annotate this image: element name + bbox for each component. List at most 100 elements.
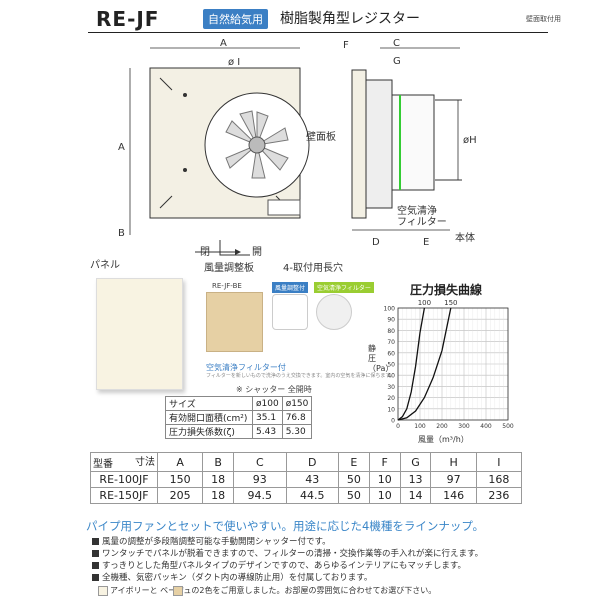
dims-cell: 10 xyxy=(368,471,401,488)
dims-col-header: H xyxy=(430,452,477,472)
ivory-swatch-icon xyxy=(98,585,108,596)
product-photo-main xyxy=(96,278,183,390)
product-title: 樹脂製角型レジスター xyxy=(280,11,420,27)
dims-cell: 168 xyxy=(475,471,523,488)
x-tick-label: 0 xyxy=(396,423,400,430)
dim-g: G xyxy=(393,56,401,67)
color-note-text: アイボリーと ベージュの2色をご用意しました。お部屋の雰囲気に合わせてお選び下さ… xyxy=(110,586,437,595)
feature-text: 風量の調整が多段階調整可能な手動開閉シャッター付です。 xyxy=(102,537,331,547)
dim-d: D xyxy=(372,237,380,248)
chart-xlabel: 風量（m³/h） xyxy=(418,435,469,444)
label-close: 閉 xyxy=(200,247,210,258)
dims-cell: 93 xyxy=(233,471,287,488)
label-wall: 壁面板 xyxy=(306,132,336,143)
dims-cell: 205 xyxy=(156,487,204,504)
product-photo-beige xyxy=(206,292,263,352)
dims-cell: 236 xyxy=(475,487,523,504)
series-label: 100 xyxy=(418,299,431,307)
spec-value: 5.43 xyxy=(252,424,283,439)
spec-table: サイズ ø100 ø150 有効開口面積(cm²) 35.1 76.8 圧力損失… xyxy=(165,396,313,439)
y-tick-label: 40 xyxy=(387,373,395,380)
spec-header-row: サイズ ø100 ø150 xyxy=(165,396,313,411)
dims-corner-model: 型番 xyxy=(93,459,113,470)
dim-phi-i: ø I xyxy=(228,57,241,68)
feature-text: ワンタッチでパネルが脱着できますので、フィルターの清掃・交換作業等の手入れが楽に… xyxy=(102,549,484,559)
bullet-icon xyxy=(92,550,99,557)
spec-label: 圧力損失係数(ζ) xyxy=(165,424,253,439)
dims-corner-unit: 寸法 xyxy=(135,457,155,468)
dims-cell: 18 xyxy=(202,471,235,488)
dim-b-side: B xyxy=(118,228,125,239)
model-name: RE-JF xyxy=(96,7,160,31)
filter-photo xyxy=(316,294,352,330)
dims-cell: 13 xyxy=(399,471,432,488)
spec-header-100: ø100 xyxy=(252,396,283,411)
label-panel: パネル xyxy=(90,260,120,271)
y-tick-label: 60 xyxy=(387,350,395,357)
spec-value: 5.30 xyxy=(281,424,313,439)
front-view-drawing xyxy=(129,47,310,256)
feature-item: ワンタッチでパネルが脱着できますので、フィルターの清掃・交換作業等の手入れが楽に… xyxy=(92,547,483,559)
dims-cell: 146 xyxy=(430,487,477,504)
series-label: 150 xyxy=(444,299,457,307)
label-damper: 風量調整板 xyxy=(204,263,254,274)
x-tick-label: 400 xyxy=(480,423,492,430)
bullet-icon xyxy=(92,574,99,581)
category-badge: 自然給気用 xyxy=(203,9,268,29)
dim-a-top: A xyxy=(220,38,227,49)
y-tick-label: 30 xyxy=(387,384,395,391)
shutter-photo xyxy=(272,294,308,330)
plot-frame xyxy=(397,307,509,421)
shutter-tag: 風量調整付 xyxy=(272,282,309,293)
dims-cell: 44.5 xyxy=(285,487,339,504)
feature-item: 風量の調整が多段階調整可能な手動開閉シャッター付です。 xyxy=(92,535,331,547)
y-tick-label: 70 xyxy=(387,339,395,346)
table-row: RE-150JF 205 18 94.5 44.5 50 10 14 146 2… xyxy=(90,487,523,504)
dims-model: RE-100JF xyxy=(90,471,158,488)
color-note: アイボリーと ベージュの2色をご用意しました。お部屋の雰囲気に合わせてお選び下さ… xyxy=(96,585,436,596)
dims-cell: 10 xyxy=(368,487,401,504)
x-tick-label: 300 xyxy=(458,423,470,430)
x-tick-label: 200 xyxy=(436,423,448,430)
dim-f: F xyxy=(343,40,349,51)
dims-col-header: A xyxy=(156,452,204,472)
tagline: パイプ用ファンとセットで使いやすい。用途に応じた4機種をラインナップ。 xyxy=(86,519,484,533)
dims-cell: 97 xyxy=(430,471,477,488)
spec-label: 有効開口面積(cm²) xyxy=(165,410,253,425)
chart-title: 圧力損失曲線 xyxy=(410,283,483,297)
filter-tag: 空気清浄フィルター xyxy=(314,282,374,293)
feature-item: 全機種、気密パッキン（ダクト内の導線防止用）を付属しております。 xyxy=(92,571,372,583)
dims-col-header: G xyxy=(399,452,432,472)
spec-header-150: ø150 xyxy=(281,396,313,411)
y-tick-label: 50 xyxy=(387,362,395,369)
beige-swatch-icon xyxy=(173,586,183,596)
y-tick-label: 10 xyxy=(387,406,395,413)
dims-cell: 14 xyxy=(399,487,432,504)
label-slots: 4-取付用長穴 xyxy=(283,263,343,274)
side-view-drawing xyxy=(351,47,462,231)
dims-cell: 43 xyxy=(285,471,339,488)
filter-caption: 空気清浄フィルター付 xyxy=(206,363,286,372)
spec-value: 76.8 xyxy=(281,410,313,425)
label-open: 開 xyxy=(252,247,262,258)
spec-value: 35.1 xyxy=(252,410,283,425)
dims-cell: 94.5 xyxy=(233,487,287,504)
dim-e: E xyxy=(423,237,430,248)
feature-text: 全機種、気密パッキン（ダクト内の導線防止用）を付属しております。 xyxy=(102,573,373,583)
dims-col-header: C xyxy=(233,452,287,472)
dims-col-header: D xyxy=(285,452,339,472)
label-body: 本体 xyxy=(455,233,475,244)
dims-cell: 50 xyxy=(337,471,370,488)
bullet-icon xyxy=(92,562,99,569)
dims-col-header: I xyxy=(475,452,523,472)
y-tick-label: 0 xyxy=(391,418,395,425)
spec-header-size: サイズ xyxy=(165,396,253,411)
y-tick-label: 80 xyxy=(387,328,395,335)
spec-row: 圧力損失係数(ζ) 5.43 5.30 xyxy=(165,424,313,439)
mount-type: 壁面取付用 xyxy=(526,15,561,23)
series-line xyxy=(397,307,426,421)
dims-model: RE-150JF xyxy=(90,487,158,504)
label-filter: 空気清浄 フィルター xyxy=(397,206,447,228)
y-tick-label: 20 xyxy=(387,395,395,402)
